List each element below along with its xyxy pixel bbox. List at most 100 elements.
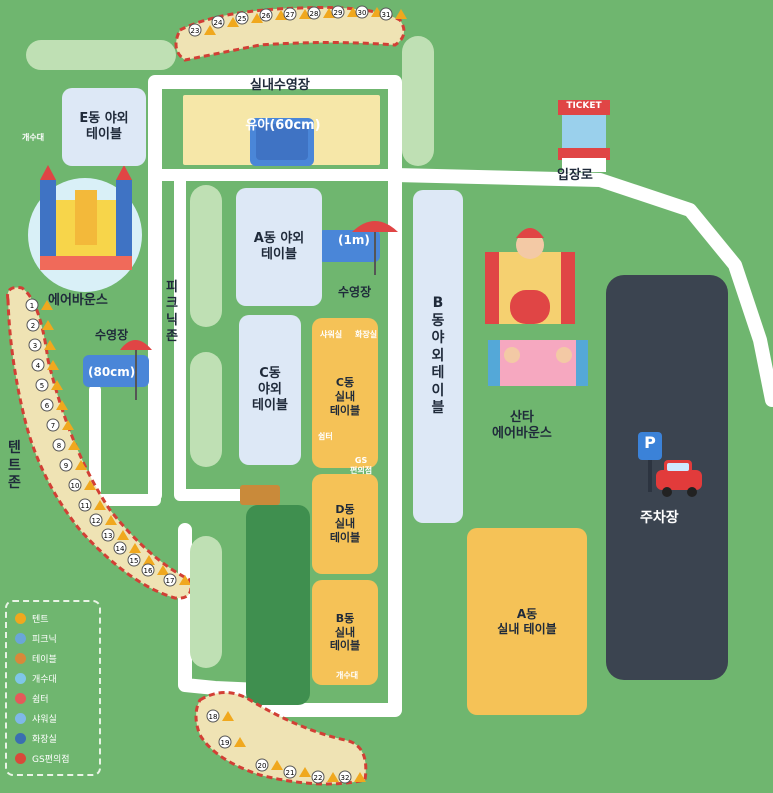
ticket-booth[interactable] bbox=[558, 100, 610, 172]
tent-site-marker[interactable]: 19 bbox=[218, 735, 246, 749]
tent-zone-bottom[interactable] bbox=[194, 691, 368, 786]
d-indoor-table-label: D동 실내 테이블 bbox=[329, 503, 361, 544]
santa-bounce-castle[interactable] bbox=[485, 228, 588, 386]
ticket-label: TICKET bbox=[566, 101, 602, 111]
tent-site-marker[interactable]: 17 bbox=[163, 573, 191, 587]
svg-text:19: 19 bbox=[221, 739, 230, 747]
tent-site-marker[interactable]: 22 bbox=[311, 770, 339, 784]
c-outdoor-table-label: C동 야외 테이블 bbox=[252, 365, 288, 414]
a-outdoor-table[interactable]: A동 야외 테이블 bbox=[236, 188, 322, 306]
tent-icon bbox=[47, 360, 59, 370]
tent-icon bbox=[68, 440, 80, 450]
c-indoor-table[interactable]: C동 실내 테이블 bbox=[312, 318, 378, 468]
tent-site-marker[interactable]: 3 bbox=[28, 338, 56, 352]
svg-text:29: 29 bbox=[334, 9, 343, 17]
picnic-strip-right[interactable] bbox=[402, 36, 434, 166]
svg-text:4: 4 bbox=[36, 362, 41, 370]
tent-icon bbox=[204, 25, 216, 35]
tent-site-marker[interactable]: 7 bbox=[46, 418, 74, 432]
tent-icon bbox=[62, 420, 74, 430]
indoor-pool-label: 실내수영장 bbox=[250, 78, 310, 93]
tent-site-marker[interactable]: 32 bbox=[338, 770, 366, 784]
svg-text:3: 3 bbox=[33, 342, 37, 350]
pool-left[interactable] bbox=[83, 355, 149, 387]
tent-site-marker[interactable]: 2 bbox=[26, 318, 54, 332]
a-indoor-table-label: A동 실내 테이블 bbox=[497, 606, 557, 636]
a-indoor-table[interactable]: A동 실내 테이블 bbox=[467, 528, 587, 715]
tent-site-marker[interactable]: 24 bbox=[211, 15, 239, 29]
tent-site-marker[interactable]: 20 bbox=[255, 758, 283, 772]
tent-icon bbox=[84, 480, 96, 490]
picnic-strip-c[interactable] bbox=[190, 352, 222, 467]
b-indoor-table[interactable]: B동 실내 테이블 bbox=[312, 580, 378, 685]
tent-icon bbox=[143, 555, 155, 565]
tent-site-marker[interactable]: 21 bbox=[283, 765, 311, 779]
tent-icon bbox=[234, 737, 246, 747]
road-main-loop bbox=[148, 75, 402, 717]
e-outdoor-table[interactable]: E동 야외 테이블 bbox=[62, 88, 146, 166]
air-bounce-castle[interactable] bbox=[28, 165, 142, 292]
legend-label: 샤워실 bbox=[32, 715, 57, 725]
tent-site-marker[interactable]: 8 bbox=[52, 438, 80, 452]
tent-site-marker[interactable]: 12 bbox=[89, 513, 117, 527]
tent-site-marker[interactable]: 10 bbox=[68, 478, 96, 492]
svg-text:30: 30 bbox=[358, 9, 367, 17]
parking-label: 주차장 bbox=[640, 510, 679, 526]
svg-text:25: 25 bbox=[238, 15, 247, 23]
tent-icon bbox=[271, 760, 283, 770]
tent-site-marker[interactable]: 26 bbox=[259, 8, 287, 22]
b-outdoor-table[interactable]: B 동 야 외 테 이 블 bbox=[413, 190, 463, 523]
santa-bounce-label: 산타 에어바운스 bbox=[492, 410, 552, 442]
tent-site-marker[interactable]: 18 bbox=[206, 709, 234, 723]
tent-site-marker[interactable]: 5 bbox=[35, 378, 63, 392]
water-station-icon bbox=[15, 673, 26, 684]
legend-label: GS편의점 bbox=[32, 755, 70, 765]
tent-site-marker[interactable]: 4 bbox=[31, 358, 59, 372]
picnic-strip-top[interactable] bbox=[26, 40, 176, 70]
green-field bbox=[246, 505, 310, 705]
road-inner-west bbox=[174, 169, 251, 501]
pool-middle-depth: (1m) bbox=[338, 233, 370, 247]
tent-site-marker[interactable]: 14 bbox=[113, 541, 141, 555]
water-station-top-label: 개수대 bbox=[22, 133, 45, 142]
tent-site-marker[interactable]: 6 bbox=[40, 398, 68, 412]
parking-sign-icon bbox=[638, 432, 662, 460]
picnic-strip-a[interactable] bbox=[190, 185, 222, 327]
pool-middle[interactable] bbox=[318, 230, 380, 262]
tent-site-marker[interactable]: 9 bbox=[59, 458, 87, 472]
tent-site-marker[interactable]: 23 bbox=[188, 23, 216, 37]
entrance-label: 입장로 bbox=[557, 168, 593, 183]
tent-site-marker[interactable]: 31 bbox=[379, 7, 407, 21]
tent-icon bbox=[327, 772, 339, 782]
tent-icon bbox=[44, 340, 56, 350]
shelter-label: 쉼터 bbox=[318, 432, 333, 441]
svg-text:32: 32 bbox=[341, 774, 350, 782]
picnic-strip-bottom[interactable] bbox=[190, 536, 222, 668]
road-pool-spur bbox=[89, 384, 161, 506]
tent-site-marker[interactable]: 16 bbox=[141, 563, 169, 577]
svg-text:8: 8 bbox=[57, 442, 61, 450]
tent-site-marker[interactable]: 25 bbox=[235, 11, 263, 25]
a-outdoor-table-label: A동 야외 테이블 bbox=[253, 230, 305, 262]
d-indoor-table[interactable]: D동 실내 테이블 bbox=[312, 474, 378, 574]
tent-site-marker[interactable]: 28 bbox=[307, 6, 335, 20]
c-outdoor-table[interactable]: C동 야외 테이블 bbox=[239, 315, 301, 465]
tent-site-marker[interactable]: 27 bbox=[283, 7, 311, 21]
umbrella-icon bbox=[352, 221, 398, 275]
tent-site-marker[interactable]: 1 bbox=[25, 298, 53, 312]
svg-text:26: 26 bbox=[262, 12, 271, 20]
bridge-icon bbox=[240, 485, 280, 505]
tent-site-marker[interactable]: 15 bbox=[127, 553, 155, 567]
svg-text:22: 22 bbox=[314, 774, 323, 782]
tent-site-marker[interactable]: 11 bbox=[78, 498, 106, 512]
picnic-zone-label: 피 크 닉 존 bbox=[166, 280, 178, 344]
tent-icon bbox=[323, 8, 335, 18]
tent-icon bbox=[75, 460, 87, 470]
legend-item: 쉼터 bbox=[15, 692, 49, 705]
shower-icon bbox=[15, 713, 26, 724]
tent-icon bbox=[222, 711, 234, 721]
svg-text:2: 2 bbox=[31, 322, 35, 330]
tent-site-marker[interactable]: 13 bbox=[101, 528, 129, 542]
